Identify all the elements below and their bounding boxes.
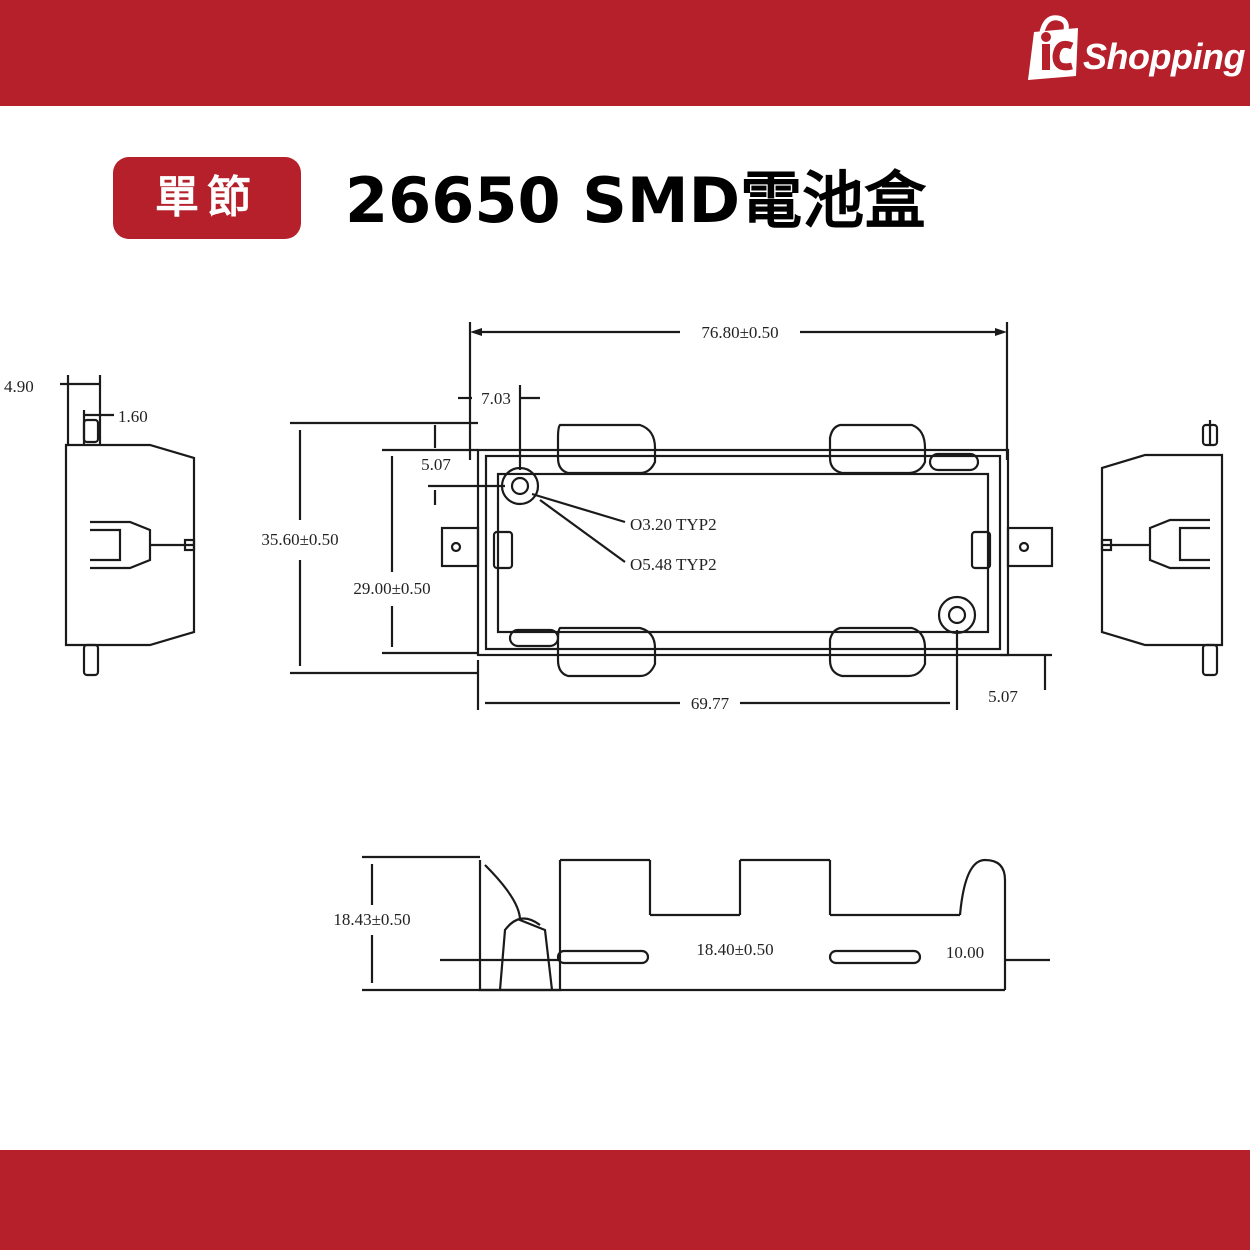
front-height-dimension: 18.43±0.50 [333, 910, 410, 929]
battery-holder-drawing: 76.80±0.50 7.03 O3.20 TYP2 O5. [4, 322, 1224, 992]
right-side-view [1100, 420, 1224, 677]
side-tab-width: 1.60 [118, 407, 148, 426]
bottom-banner [0, 1150, 1250, 1250]
brand-name: Shopping [1083, 36, 1245, 77]
top-view: 76.80±0.50 7.03 O3.20 TYP2 O5. [261, 322, 1054, 713]
front-view: 18.43±0.50 18.40±0.50 10.00 [333, 855, 1050, 992]
height-dimension: 35.60±0.50 [261, 530, 338, 549]
inner-height-dimension: 29.00±0.50 [353, 579, 430, 598]
left-side-view: 4.90 1.60 [4, 375, 196, 677]
large-hole-callout: O5.48 TYP2 [630, 555, 717, 574]
top-hole-y-offset: 5.07 [421, 455, 451, 474]
hole-x-offset: 7.03 [481, 389, 511, 408]
front-slot-dimension: 18.40±0.50 [696, 940, 773, 959]
ic-shopping-logo-icon [1028, 15, 1078, 80]
single-cell-badge: 單節 [113, 157, 301, 239]
front-tab-dimension: 10.00 [946, 943, 984, 962]
side-top-width: 4.90 [4, 377, 34, 396]
small-hole-callout: O3.20 TYP2 [630, 515, 717, 534]
width-dimension: 76.80±0.50 [701, 323, 778, 342]
bottom-hole-y-offset: 5.07 [988, 687, 1018, 706]
page-title: 26650 SMD電池盒 [345, 164, 927, 237]
hole-span-dimension: 69.77 [691, 694, 730, 713]
